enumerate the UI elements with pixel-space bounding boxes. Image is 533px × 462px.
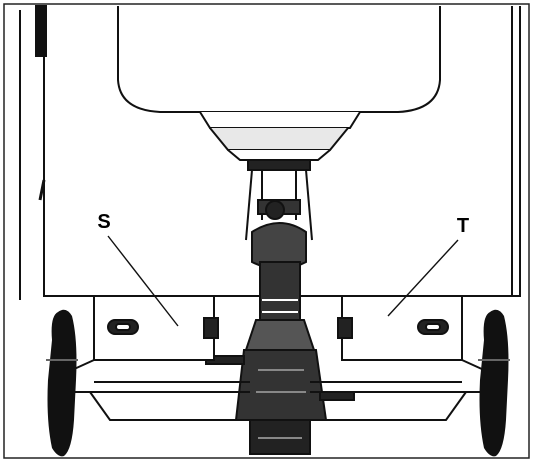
tank xyxy=(117,6,441,161)
central-hitch xyxy=(205,159,355,455)
right-wheel xyxy=(478,309,510,457)
callout-s-label: S xyxy=(97,211,110,233)
callout-s-leader-line xyxy=(107,235,179,327)
callout-t-leader-line xyxy=(387,239,459,317)
callout-t-label: T xyxy=(457,215,469,237)
left-wheel xyxy=(46,309,78,457)
left-panel xyxy=(71,295,250,421)
